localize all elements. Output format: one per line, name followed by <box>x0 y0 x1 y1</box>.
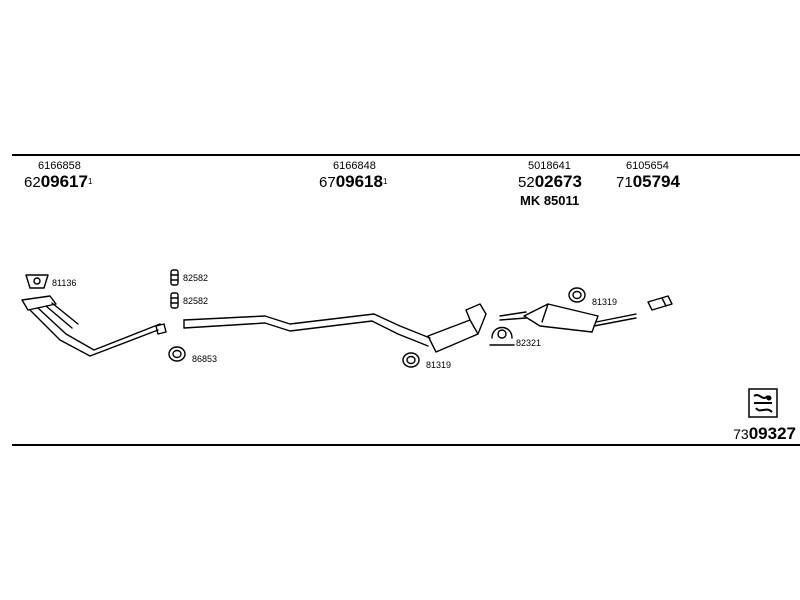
label-front-gasket: 81136 <box>52 278 77 288</box>
ref-middle-pipe-old: 6166848 <box>333 160 376 172</box>
diagram-code: 7309327 <box>733 424 796 443</box>
rear-silencer-shape <box>499 303 637 333</box>
bottom-divider <box>12 444 800 446</box>
ref-tail-pipe-old: 6105654 <box>626 160 669 172</box>
ref-rear-silencer-kit: MK 85011 <box>520 193 580 208</box>
ref-front-pipe: 6166858 62096171 <box>24 160 92 193</box>
mid-ring-shape <box>402 352 420 368</box>
front-ring-shape <box>168 346 186 362</box>
label-clamp-a: 82582 <box>183 273 209 283</box>
label-clamp-b: 82582 <box>183 296 209 306</box>
middle-pipe-shape <box>183 313 431 347</box>
label-mid-ring: 81319 <box>426 360 452 370</box>
ref-tail-pipe: 6105654 7105794 <box>616 160 680 193</box>
front-pipe-shape <box>21 295 167 357</box>
ref-tail-pipe-number: 7105794 <box>616 172 680 191</box>
label-rear-bracket: 82321 <box>516 338 542 348</box>
ref-rear-silencer: 5018641 5202673 MK 85011 <box>518 160 582 209</box>
top-divider <box>12 154 800 156</box>
ref-middle-pipe-number: 67096181 <box>319 172 388 191</box>
tail-pipe-shape <box>647 295 673 311</box>
clamp-b-shape <box>170 292 179 309</box>
ref-rear-silencer-old: 5018641 <box>528 160 571 172</box>
ref-rear-silencer-number: 5202673 <box>518 172 582 191</box>
ref-front-pipe-number: 62096171 <box>24 172 93 191</box>
ref-front-pipe-old: 6166858 <box>38 160 81 172</box>
rear-ring-shape <box>568 287 586 303</box>
label-rear-ring: 81319 <box>592 297 618 307</box>
ref-middle-pipe: 6166848 67096181 <box>319 160 387 193</box>
clamp-a-shape <box>170 269 179 286</box>
rear-bracket-shape <box>489 326 515 346</box>
front-gasket-shape <box>25 274 49 289</box>
brand-stamp-icon <box>748 388 778 418</box>
middle-silencer-shape <box>427 303 487 353</box>
label-front-ring: 86853 <box>192 354 218 364</box>
